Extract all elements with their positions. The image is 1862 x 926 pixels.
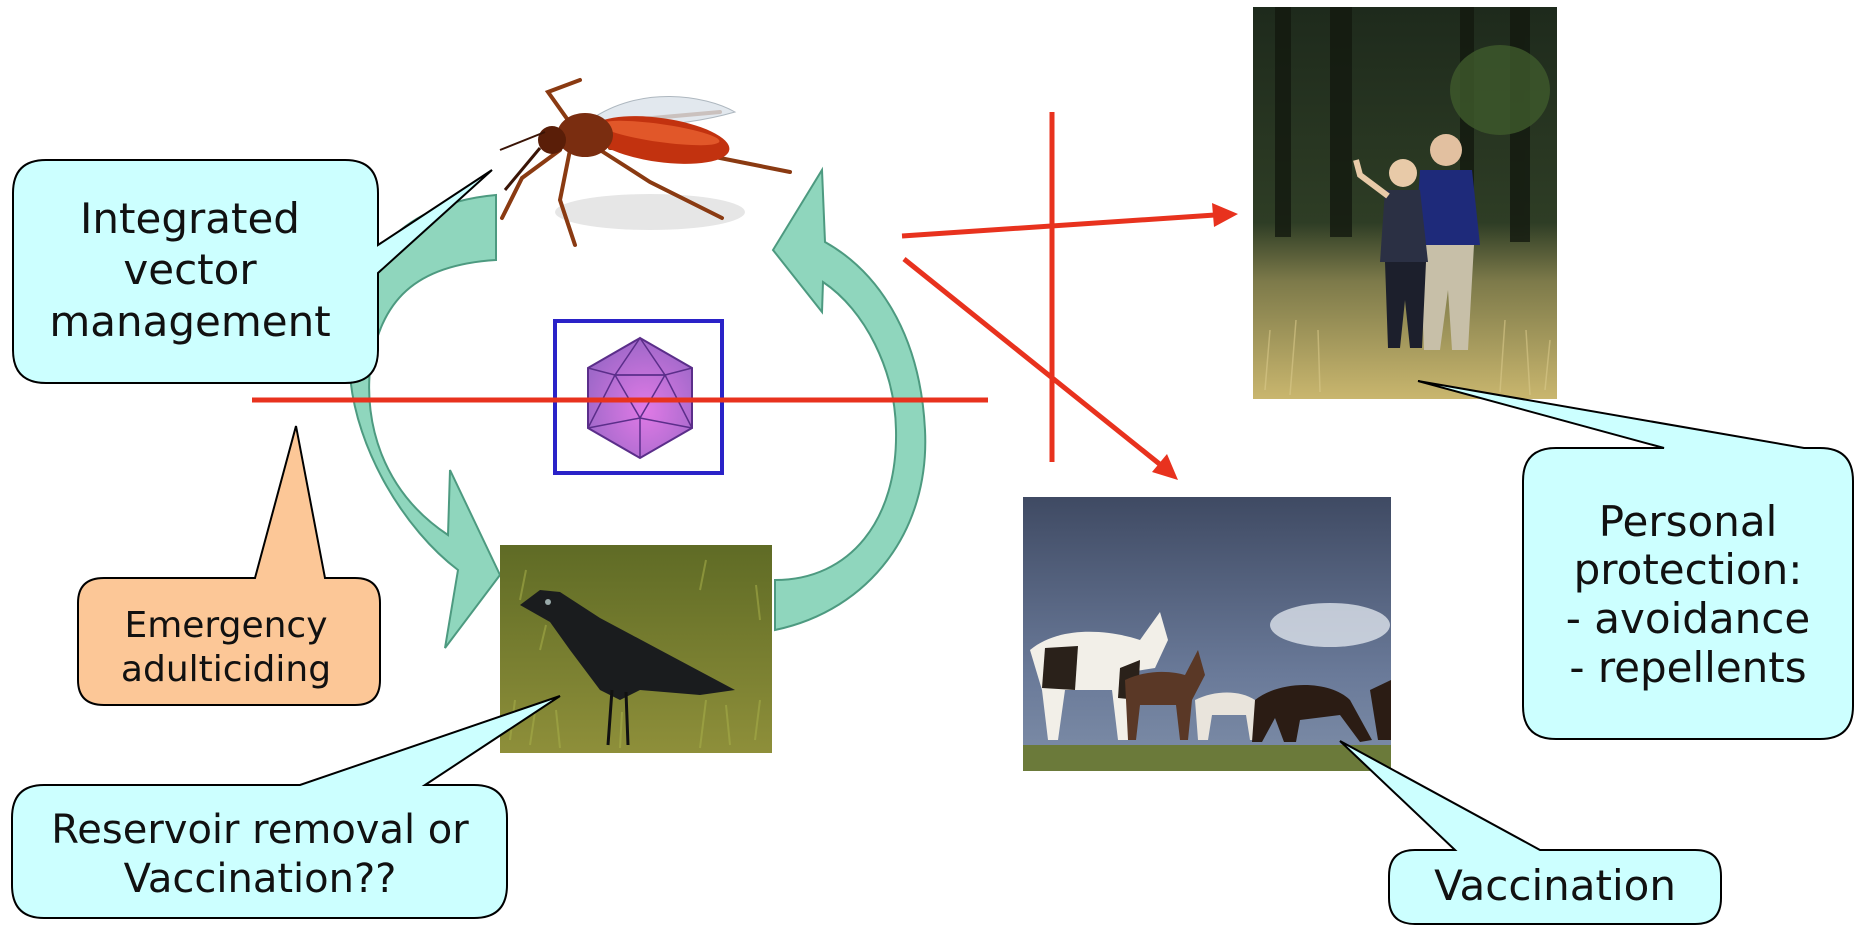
callout-label-emergency-adulticiding: Emergency adulticiding (76, 588, 376, 708)
horses-image (1023, 497, 1391, 771)
callout-label-reservoir: Reservoir removal or Vaccination?? (12, 785, 508, 925)
callout-label-personal-protection: Personal protection: - avoidance - repel… (1518, 450, 1858, 740)
arrowhead-to-horses (1152, 454, 1178, 480)
mosquito-image (500, 80, 790, 245)
virus-image (555, 321, 722, 473)
arrowhead-to-humans (1212, 203, 1238, 227)
callout-label-integrated-vector-management: Integrated vector management (10, 160, 370, 380)
crow-image (500, 545, 772, 753)
transmission-arrows (902, 203, 1238, 480)
callout-label-vaccination: Vaccination (1390, 848, 1720, 924)
people-walking-image (1253, 7, 1557, 399)
